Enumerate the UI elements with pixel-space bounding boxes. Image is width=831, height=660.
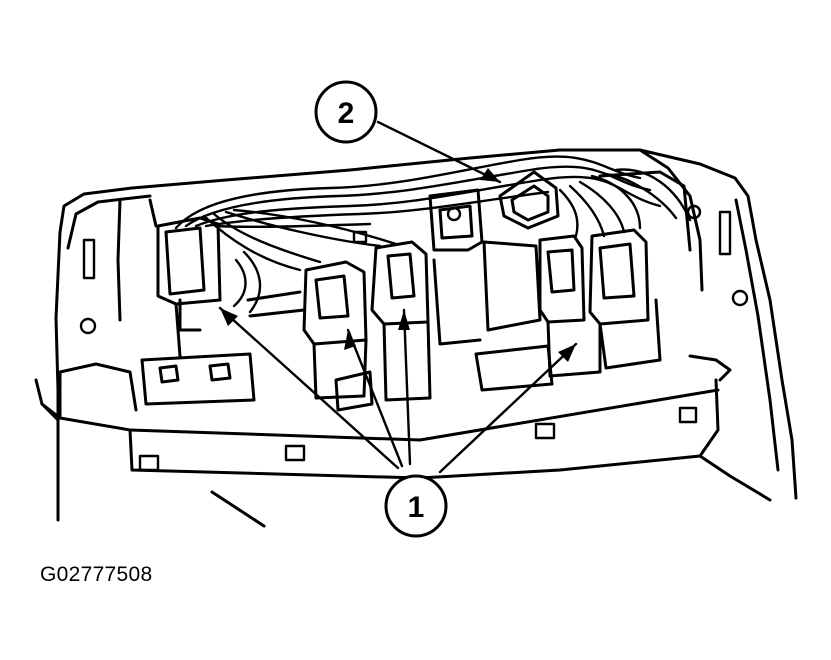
callout-2-label: 2 (338, 97, 355, 130)
callout-2: 2 (314, 80, 378, 144)
right-connectors (474, 228, 662, 392)
callout-leader-lines (218, 120, 578, 474)
panel-housing (54, 148, 798, 522)
upper-module (498, 170, 560, 230)
center-bracket (428, 188, 542, 346)
callout-arrowheads (220, 168, 576, 362)
left-connector (140, 198, 256, 406)
callout-1-label: 1 (408, 491, 425, 524)
mounting-holes (79, 204, 749, 472)
figure-id-label: G02777508 (40, 563, 153, 586)
wire-harness (174, 155, 692, 314)
callout-1: 1 (384, 474, 448, 538)
center-connectors (246, 240, 432, 412)
